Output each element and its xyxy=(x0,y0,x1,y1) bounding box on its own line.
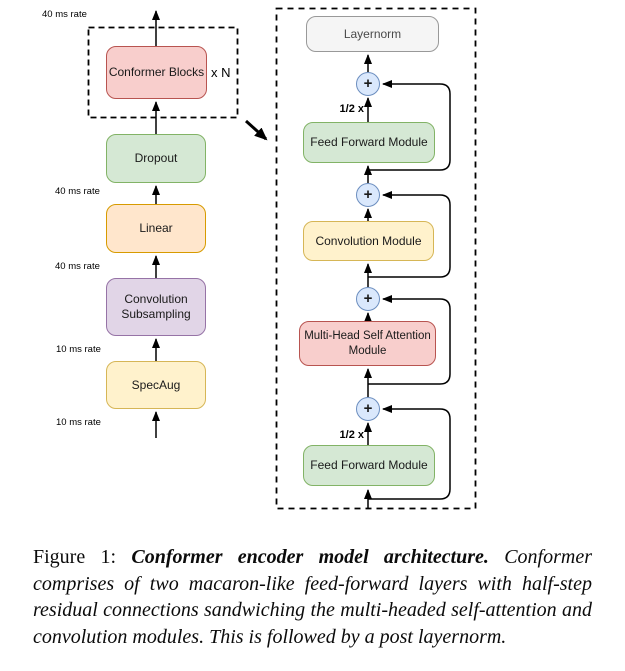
rate-label-input: 10 ms rate xyxy=(56,417,101,428)
rate-label-output: 40 ms rate xyxy=(42,9,87,20)
adder-circle-mhsa: + xyxy=(356,287,380,311)
repeat-count-label: x N xyxy=(211,65,231,80)
multi-head-self-attention-block: Multi-Head Self Attention Module xyxy=(299,321,436,366)
feed-forward-module-bottom-block: Feed Forward Module xyxy=(303,445,435,486)
conformer-blocks-dashed-box xyxy=(87,26,239,119)
diagram-connectors xyxy=(87,7,477,510)
adder-circle-convolution: + xyxy=(356,183,380,207)
half-step-label-top: 1/2 x xyxy=(339,103,364,115)
adder-circle-bottom: + xyxy=(356,397,380,421)
layernorm-block: Layernorm xyxy=(306,16,439,52)
residual-convolution xyxy=(368,191,451,278)
residual-mhsa xyxy=(368,295,451,385)
convolution-subsampling-block: Convolution Subsampling xyxy=(106,278,206,336)
dropout-block: Dropout xyxy=(106,134,206,183)
conformer-blocks-block: Conformer Blocks xyxy=(106,46,207,99)
residual-ffn-bottom xyxy=(368,405,451,500)
caption-body: Conformer comprises of two macaron-like … xyxy=(33,546,592,648)
convolution-module-block: Convolution Module xyxy=(303,221,434,261)
rate-label-after-linear: 40 ms rate xyxy=(55,186,100,197)
feed-forward-module-top-block: Feed Forward Module xyxy=(303,122,435,163)
specaug-block: SpecAug xyxy=(106,361,206,409)
rate-label-after-subsampling: 40 ms rate xyxy=(55,261,100,272)
residual-ffn-top xyxy=(368,80,451,171)
adder-circle-top: + xyxy=(356,72,380,96)
caption-title: Conformer encoder model architecture. xyxy=(131,546,489,568)
expansion-arrow xyxy=(244,119,268,141)
conformer-block-detail-dashed-box xyxy=(275,7,477,510)
figure-caption: Figure 1: Conformer encoder model archit… xyxy=(33,544,592,650)
caption-figure-label: Figure 1: xyxy=(33,546,132,568)
linear-block: Linear xyxy=(106,204,206,253)
half-step-label-bottom: 1/2 x xyxy=(339,429,364,441)
rate-label-after-specaug: 10 ms rate xyxy=(56,344,101,355)
